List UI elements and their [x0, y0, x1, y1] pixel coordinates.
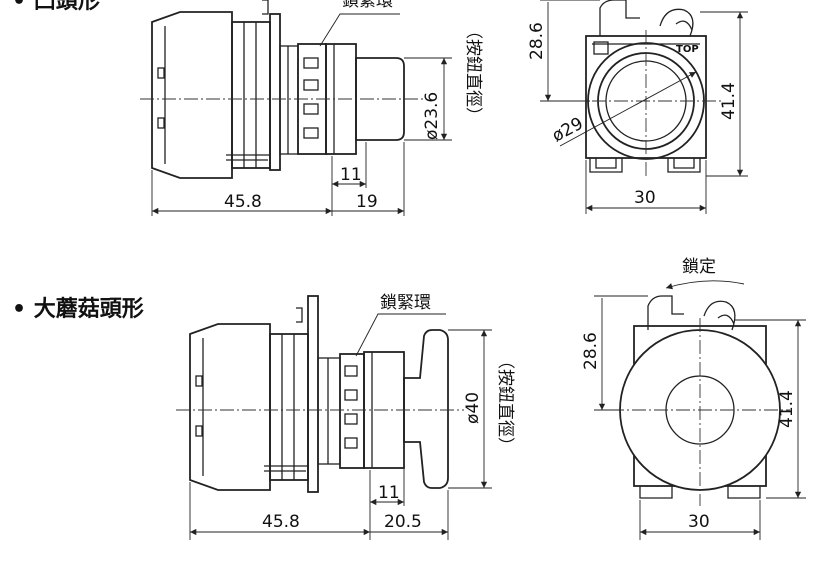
top-front-view: TOP ø29 28.6 41.4 30	[527, 0, 748, 214]
top-dim-30: 30	[634, 188, 656, 208]
top-diameter-note: （按鈕直徑）	[463, 22, 483, 124]
bottom-housing	[269, 333, 309, 481]
bottom-contact-block	[189, 323, 271, 491]
bottom-diameter: ø40	[463, 392, 483, 424]
top-dim-28-6: 28.6	[527, 22, 547, 60]
top-mount-panel	[269, 13, 281, 171]
top-dim-41-4: 41.4	[719, 82, 739, 120]
top-contact-block	[151, 11, 233, 179]
top-button-cap	[355, 57, 405, 141]
bottom-ring-label: 鎖緊環	[380, 293, 431, 313]
bottom-dim-45-8: 45.8	[262, 512, 300, 532]
bottom-mount-panel	[307, 295, 319, 493]
bottom-diameter-note: （按鈕直徑）	[495, 352, 515, 454]
bottom-lock-label: 鎖定	[682, 257, 716, 277]
top-dim-11: 11	[340, 165, 362, 185]
bottom-lock-ring	[339, 353, 365, 469]
top-side-view: 鎖緊環 ø23.6 （按鈕直徑） 11 45.8 19	[140, 0, 483, 216]
bottom-dim-30: 30	[688, 512, 710, 532]
top-ring-label: 鎖緊環	[342, 0, 393, 11]
bottom-dim-20-5: 20.5	[384, 512, 422, 532]
bottom-side-view: 鎖緊環 ø40 （按鈕直徑） 11 45.8 20.5	[176, 293, 515, 540]
bottom-dim-28-6: 28.6	[581, 332, 601, 370]
bottom-heading: • 大蘑菇頭形	[12, 297, 144, 322]
bottom-mushroom-cap	[403, 329, 449, 489]
top-mark: TOP	[676, 44, 699, 55]
top-dim-45-8: 45.8	[224, 192, 262, 212]
bottom-dim-41-4: 41.4	[777, 390, 797, 428]
top-heading: • 凸頭形	[12, 0, 100, 14]
top-diameter: ø23.6	[422, 92, 442, 140]
lock-rotation-arrow	[665, 280, 745, 290]
bottom-front-view: 鎖定 28.6 41.4 30	[581, 257, 806, 540]
top-dim-19: 19	[356, 192, 378, 212]
top-housing	[231, 21, 271, 169]
bottom-dim-11: 11	[378, 483, 400, 503]
